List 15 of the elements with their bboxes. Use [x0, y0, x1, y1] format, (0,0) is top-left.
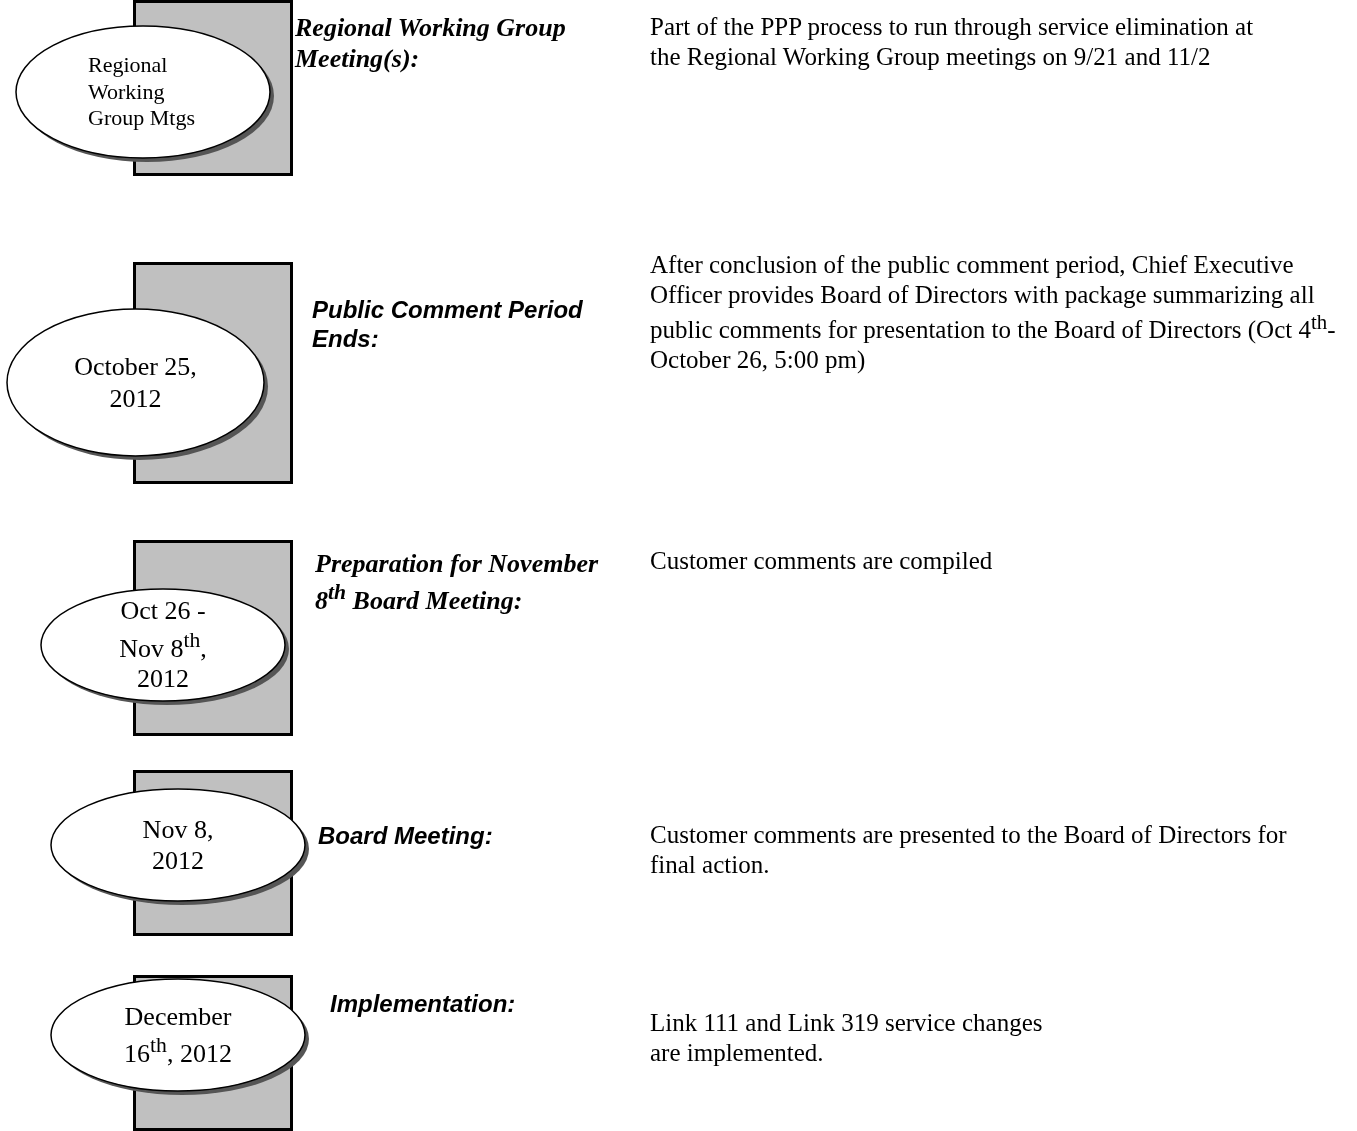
step-heading: Board Meeting:	[318, 822, 494, 851]
date-text: Oct 26 - Nov 8$^{th}$, 2012	[118, 595, 208, 695]
date-text: Regional Working Group Mtgs	[88, 52, 196, 132]
step-description: Part of the PPP process to run through service elimination at the Regional Working Group meetings on 9/21 and 11/2	[650, 12, 1255, 72]
date-text: Nov 8, 2012	[141, 813, 215, 877]
step-heading: Implementation:	[330, 990, 517, 1019]
step-description: Link 111 and Link 319 service changes are implemented.	[650, 1008, 1044, 1068]
step-heading: Preparation for November 8$^{th}$ Board Meeting:	[315, 548, 600, 617]
step-heading: Regional Working Group Meeting(s):	[295, 12, 567, 75]
date-text: October 25, 2012	[73, 351, 198, 414]
step-heading: Public Comment Period Ends:	[312, 296, 584, 354]
step-description: Customer comments are presented to the Board of Directors for final action.	[650, 820, 1288, 880]
step-description: After conclusion of the public comment period, Chief Executive Officer provides Board of Directors with package summarizing all public comments for presentation to the Board of Directors (Oct 4$^{th}$- October 26, 5:00 pm)	[650, 250, 1337, 376]
step-description: Customer comments are compiled	[650, 546, 994, 576]
date-text: December 16$^{th}$, 2012	[123, 1001, 233, 1069]
